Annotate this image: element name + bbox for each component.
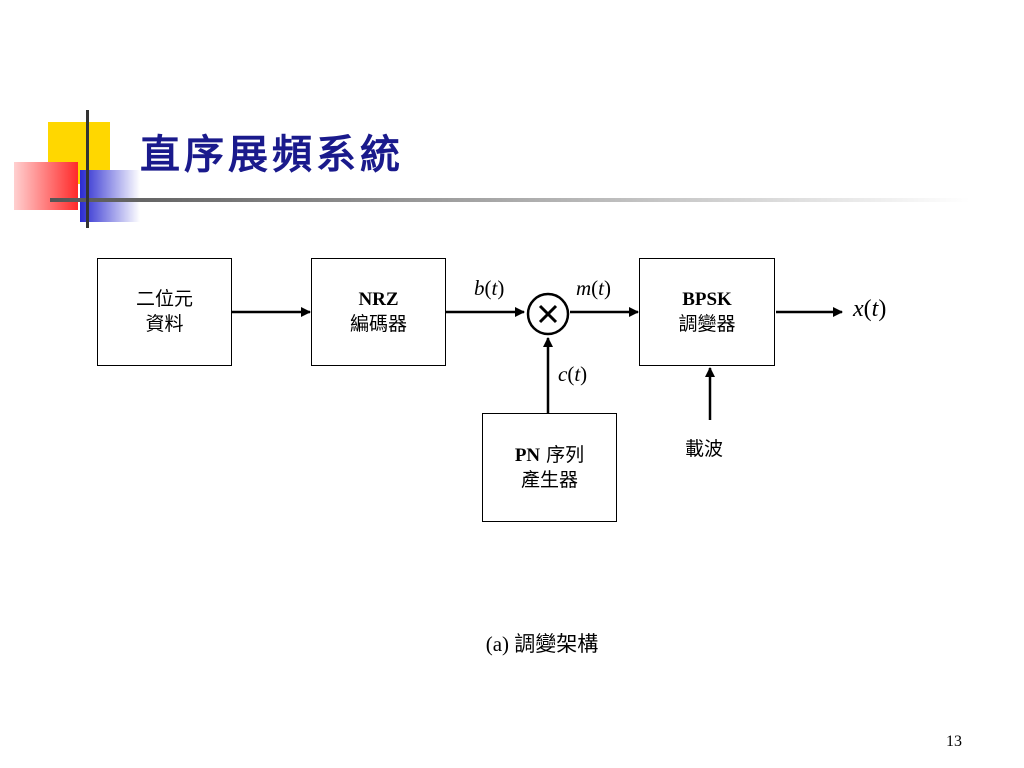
deco-blue-square (80, 170, 140, 222)
bpsk-modulator-line2: 調變器 (678, 313, 736, 335)
pn-generator-block: PN 序列 產生器 (482, 413, 617, 522)
pn-generator-line1-a: PN (514, 444, 541, 466)
corner-decoration (14, 110, 970, 228)
binary-data-block: 二位元 資料 (97, 258, 232, 366)
signal-b-t: b(t) (474, 276, 505, 300)
bpsk-modulator-block: BPSK 調變器 (639, 258, 775, 366)
figure-caption: (a) 調變架構 (485, 632, 599, 656)
slide-title: 直序展頻系統 (140, 131, 404, 178)
binary-data-line1: 二位元 (135, 288, 193, 310)
multiplier-circle (526, 292, 570, 336)
nrz-encoder-block: NRZ 編碼器 (311, 258, 446, 366)
pn-generator-line1-b: 序列 (540, 443, 585, 466)
carrier-label: 載波 (685, 438, 724, 460)
binary-data-line2: 資料 (145, 313, 184, 335)
nrz-encoder-line2: 編碼器 (349, 313, 407, 335)
deco-horizontal-line (50, 198, 970, 202)
pn-generator-line2: 產生器 (520, 468, 578, 491)
deco-vertical-line (86, 110, 89, 228)
signal-x-t: x(t) (853, 296, 887, 322)
page-number: 13 (946, 733, 962, 750)
signal-c-t: c(t) (558, 362, 588, 386)
bpsk-modulator-line1: BPSK (682, 289, 732, 310)
nrz-encoder-line1: NRZ (358, 289, 399, 310)
signal-m-t: m(t) (576, 276, 612, 300)
